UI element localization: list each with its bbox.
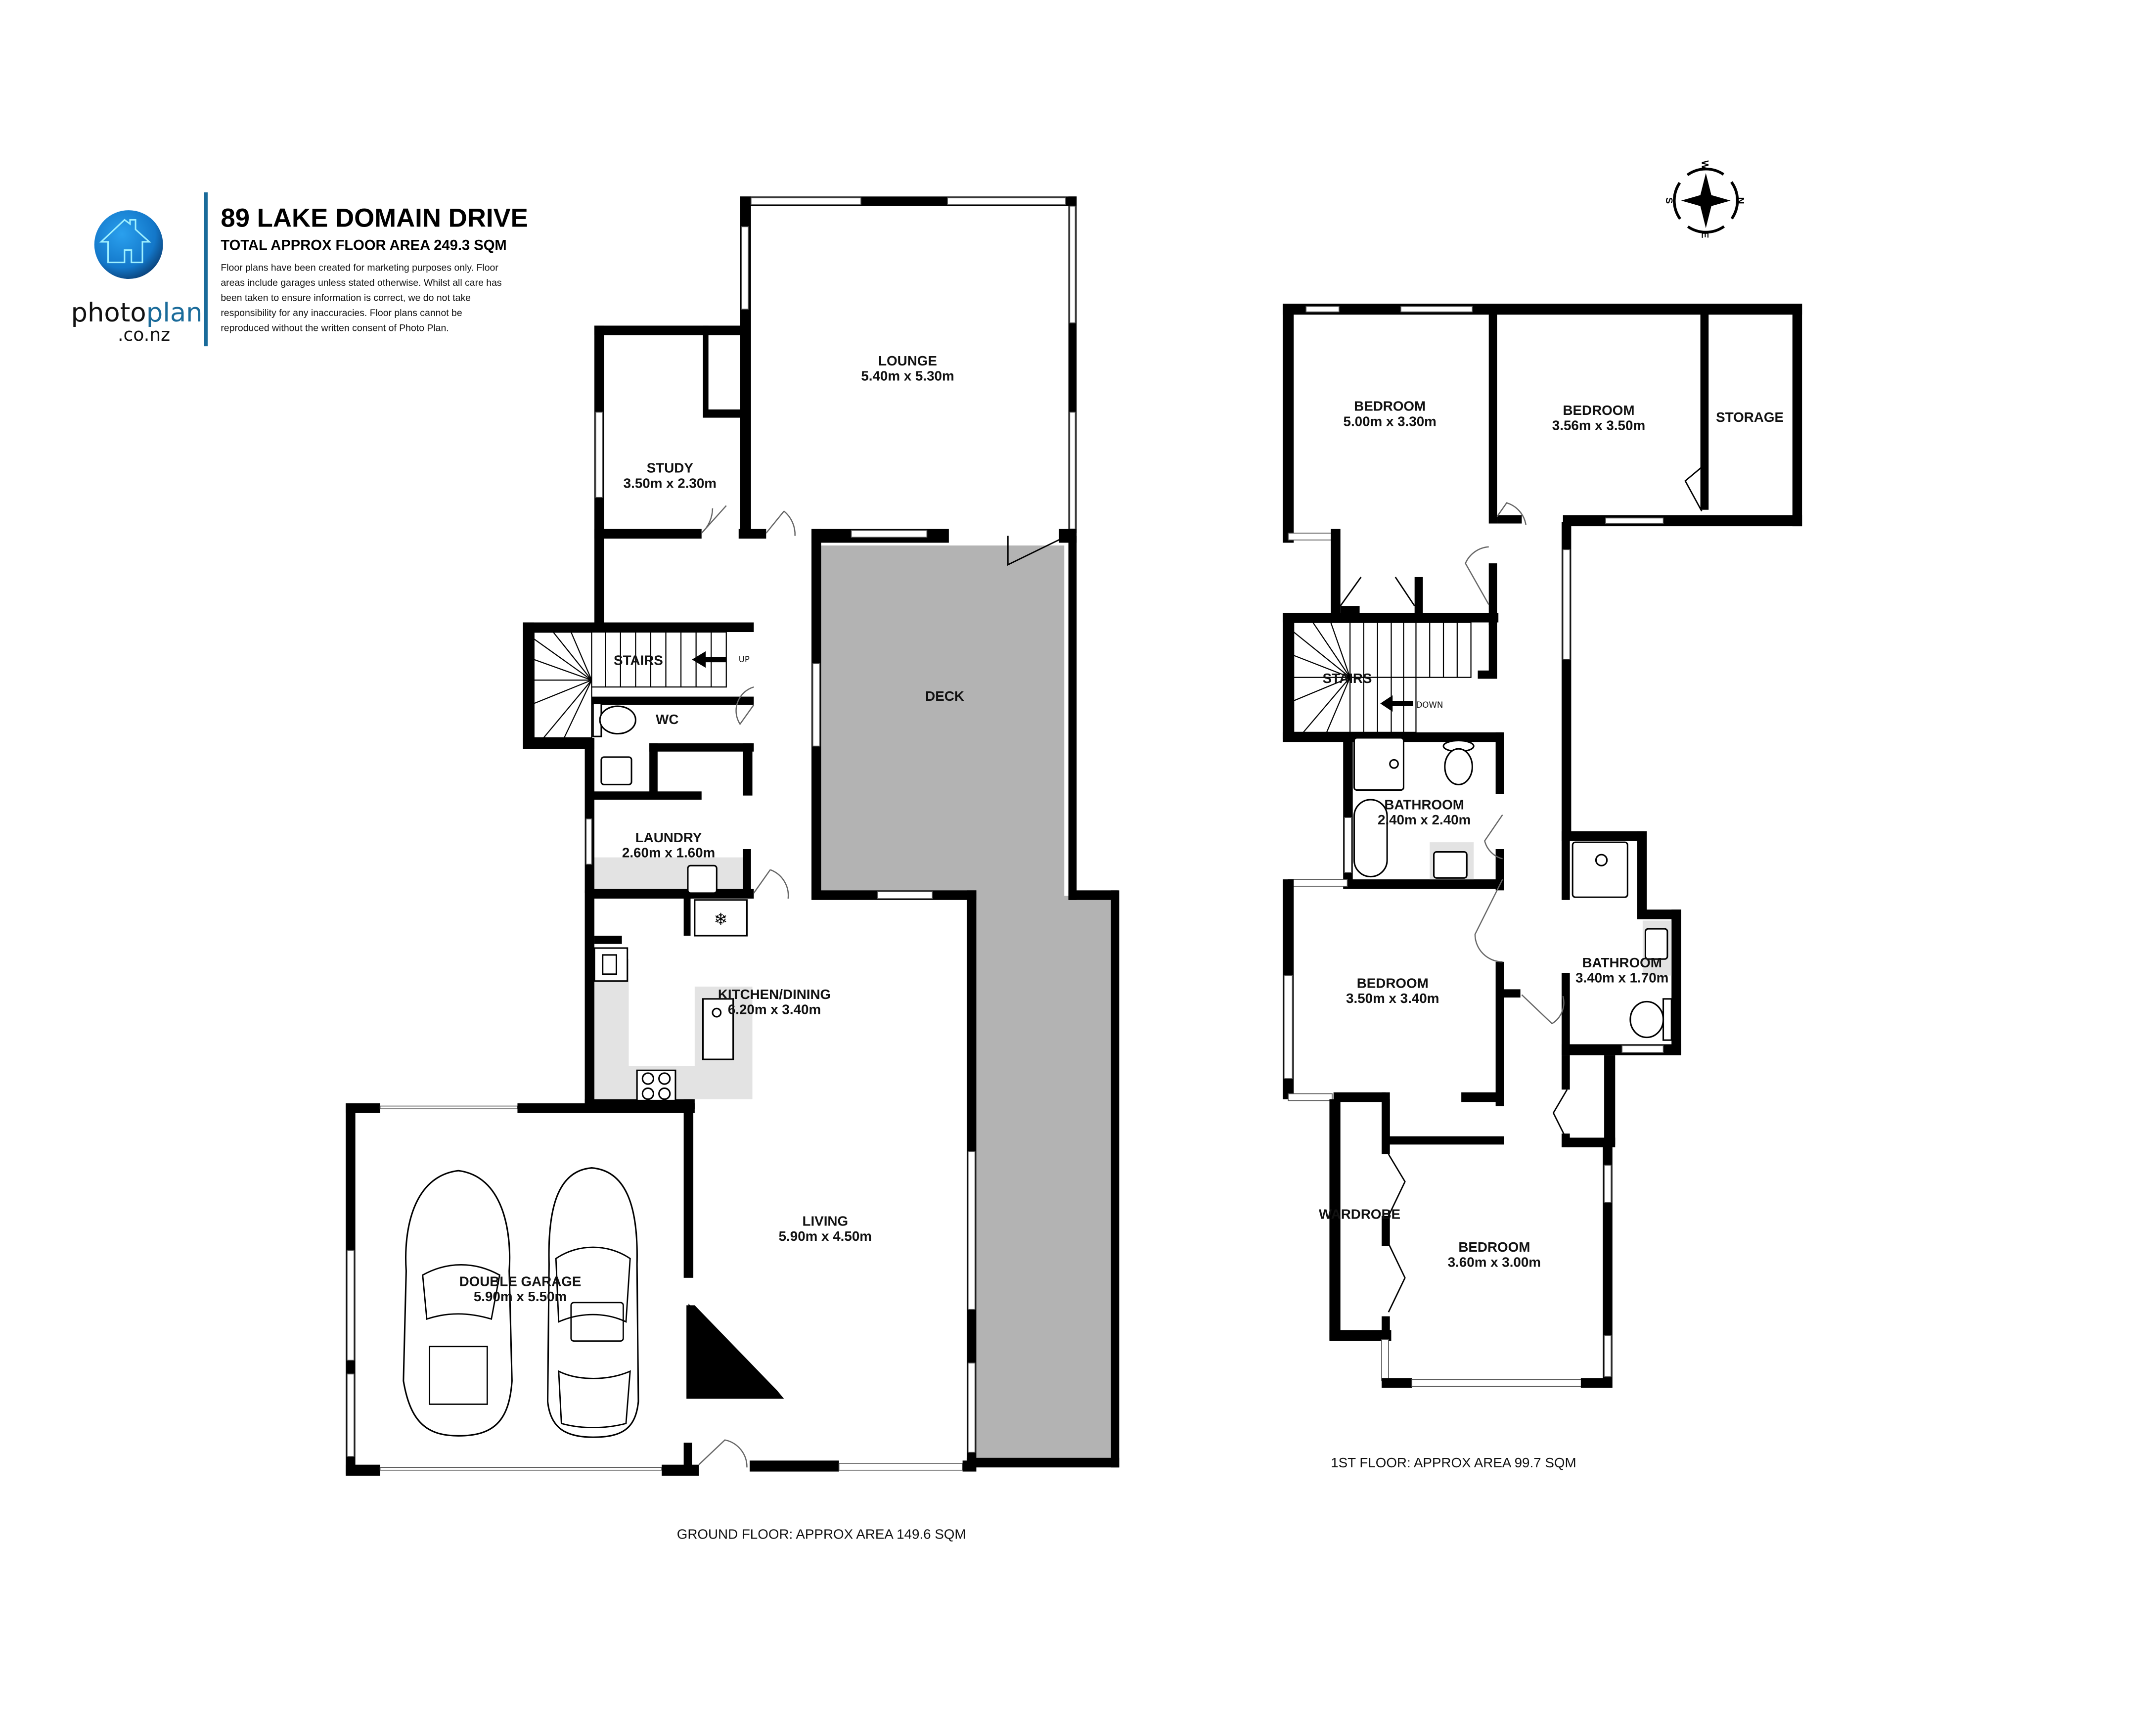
svg-text:W: W xyxy=(1699,160,1710,170)
toilet-icon xyxy=(1442,739,1475,785)
room-label-storage: STORAGE xyxy=(1716,409,1784,425)
room-label-stairs: STAIRS xyxy=(1323,671,1372,686)
first-floor-plan: BEDROOM 5.00m x 3.30m BEDROOM 3.56m x 3.… xyxy=(1282,304,1802,1470)
disclaimer-line: Floor plans have been created for market… xyxy=(221,262,498,273)
room-label-deck: DECK xyxy=(925,688,964,704)
room-label-kitchen: KITCHEN/DINING xyxy=(718,987,831,1002)
svg-text:N: N xyxy=(1735,197,1746,204)
room-dims-kitchen: 6.20m x 3.40m xyxy=(728,1001,821,1017)
room-label-bathroom-1: BATHROOM xyxy=(1384,797,1464,812)
basin-icon xyxy=(1433,851,1468,879)
svg-text:S: S xyxy=(1663,197,1674,204)
oven-icon xyxy=(593,947,629,982)
shower-icon xyxy=(1572,841,1628,898)
arrow-left-icon xyxy=(692,651,726,668)
room-label-living: LIVING xyxy=(803,1213,849,1228)
room-dims-laundry: 2.60m x 1.60m xyxy=(622,845,715,861)
ground-floor-plan: ❄ xyxy=(346,196,1120,1542)
room-label-bedroom-2: BEDROOM xyxy=(1563,403,1634,418)
deck-area xyxy=(821,545,1113,1461)
room-dims-living: 5.90m x 4.50m xyxy=(779,1228,872,1244)
basin-icon xyxy=(1642,920,1672,976)
total-area: TOTAL APPROX FLOOR AREA 249.3 SQM xyxy=(221,238,506,254)
door-swing xyxy=(1340,466,1703,1313)
bathtub-icon xyxy=(1353,799,1388,878)
ground-floor-caption: GROUND FLOOR: APPROX AREA 149.6 SQM xyxy=(677,1527,966,1542)
cooktop-icon xyxy=(636,1069,676,1101)
laundry-tub-icon xyxy=(687,864,718,894)
stairs-icon xyxy=(533,631,727,739)
room-dims-bedroom-1: 5.00m x 3.30m xyxy=(1344,413,1437,429)
door-swing xyxy=(698,505,1065,1468)
toilet-icon xyxy=(592,702,636,737)
room-label-lounge: LOUNGE xyxy=(878,353,937,368)
disclaimer-line: reproduced without the written consent o… xyxy=(221,323,449,334)
room-dims-bedroom-3: 3.50m x 3.40m xyxy=(1346,991,1439,1006)
shower-icon xyxy=(1353,737,1404,791)
disclaimer-line: been taken to ensure information is corr… xyxy=(221,292,471,303)
room-dims-bathroom-2: 3.40m x 1.70m xyxy=(1575,970,1668,985)
header-divider xyxy=(204,192,208,347)
car-icon xyxy=(547,1167,639,1438)
house-outline-icon xyxy=(99,219,151,264)
kitchen-sink-icon xyxy=(702,998,734,1060)
room-dims-bedroom-4: 3.60m x 3.00m xyxy=(1448,1255,1541,1270)
room-dims-lounge: 5.40m x 5.30m xyxy=(861,368,954,384)
stairs-icon xyxy=(1293,622,1472,733)
basin-icon xyxy=(600,756,632,785)
room-label-bedroom-1: BEDROOM xyxy=(1354,399,1426,414)
svg-text:E: E xyxy=(1699,232,1710,238)
room-label-bedroom-4: BEDROOM xyxy=(1458,1239,1530,1255)
kitchen-bench xyxy=(594,959,753,1099)
svg-text:❄: ❄ xyxy=(714,909,728,929)
car-icon xyxy=(403,1170,513,1437)
room-label-stairs: STAIRS xyxy=(614,653,663,668)
room-dims-garage: 5.90m x 5.50m xyxy=(474,1289,567,1304)
room-label-bedroom-3: BEDROOM xyxy=(1357,976,1429,991)
room-dims-study: 3.50m x 2.30m xyxy=(624,475,717,491)
brand-logo: photoplan .co.nz xyxy=(71,210,203,345)
stairs-direction: UP xyxy=(739,655,750,664)
brand-domain: .co.nz xyxy=(118,324,170,345)
arrow-left-icon xyxy=(1380,695,1413,712)
room-label-study: STUDY xyxy=(647,460,694,476)
room-label-bathroom-2: BATHROOM xyxy=(1582,955,1662,970)
room-label-garage: DOUBLE GARAGE xyxy=(459,1273,582,1289)
disclaimer-line: responsibility for any inaccuracies. Flo… xyxy=(221,308,462,318)
toilet-icon xyxy=(1629,998,1672,1041)
room-dims-bedroom-2: 3.56m x 3.50m xyxy=(1552,418,1645,433)
first-floor-caption: 1ST FLOOR: APPROX AREA 99.7 SQM xyxy=(1331,1455,1576,1470)
stairs-direction: DOWN xyxy=(1416,700,1443,710)
disclaimer-line: areas include garages unless stated othe… xyxy=(221,277,502,288)
room-dims-bathroom-1: 2.40m x 2.40m xyxy=(1378,812,1471,827)
house-in-circle-icon xyxy=(94,210,163,279)
property-title: 89 LAKE DOMAIN DRIVE xyxy=(221,203,528,232)
room-label-wc: WC xyxy=(656,712,678,727)
compass-rose-icon: W N E S xyxy=(1663,160,1746,238)
room-label-laundry: LAUNDRY xyxy=(635,830,702,845)
room-label-wardrobe: WARDROBE xyxy=(1319,1206,1400,1222)
fridge-icon: ❄ xyxy=(694,899,748,937)
brand-name: photoplan xyxy=(71,298,202,328)
